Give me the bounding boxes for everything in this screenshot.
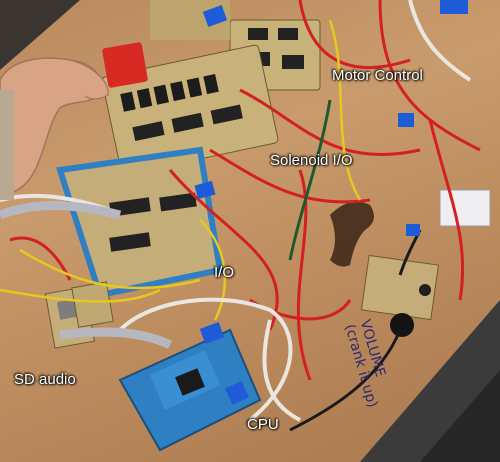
yellow-wires <box>0 19 362 321</box>
sleeve <box>0 90 14 200</box>
chip <box>109 232 151 252</box>
dark-corner-top-left <box>0 0 80 70</box>
ribbon-cables <box>0 201 173 350</box>
green-wires <box>288 99 332 261</box>
solenoid-io-label: Solenoid I/O <box>270 152 353 169</box>
chip <box>248 28 268 40</box>
thumb <box>69 59 109 100</box>
burn-stain <box>330 201 374 267</box>
chip <box>278 28 298 40</box>
transistor-row <box>120 74 243 142</box>
sd-audio-board-2 <box>71 281 114 328</box>
chip <box>282 55 304 69</box>
blue-clips <box>194 0 468 405</box>
red-connector <box>102 42 148 88</box>
sd-socket <box>57 298 78 320</box>
sd-audio-label: SD audio <box>14 371 76 388</box>
chip <box>159 192 197 212</box>
hand <box>0 57 102 196</box>
io-label: I/O <box>214 264 235 281</box>
dark-floor-shadow <box>420 370 500 462</box>
capacitor <box>419 284 431 296</box>
cpu-label: CPU <box>247 416 279 433</box>
cpu-chip <box>175 368 205 396</box>
motor-control-label: Motor Control <box>332 67 423 84</box>
terminal-block <box>439 189 491 227</box>
volume-knob <box>390 313 414 337</box>
red-wires <box>9 0 481 381</box>
io-board <box>56 146 224 299</box>
